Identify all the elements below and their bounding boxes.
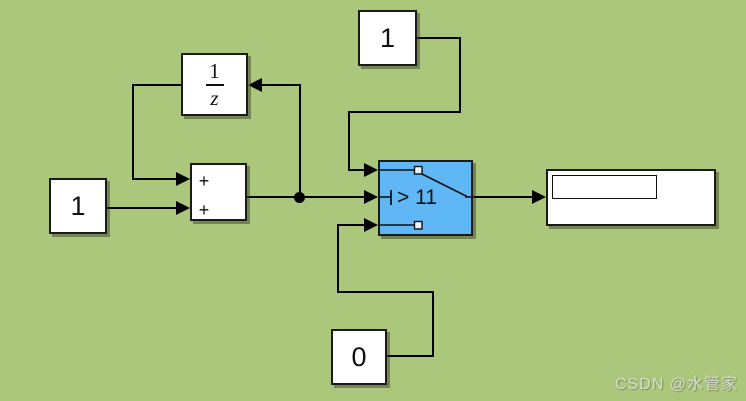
unit-delay-block[interactable]: 1 z <box>181 53 248 116</box>
sum-block[interactable]: + + <box>190 163 247 221</box>
watermark: CSDN @水管家 <box>614 376 738 393</box>
constant-block-left[interactable]: 1 <box>49 178 107 234</box>
wire-segment[interactable] <box>132 178 177 180</box>
wire-arrowhead-icon[interactable] <box>176 201 190 215</box>
switch-criteria-label: > 11 <box>397 186 437 209</box>
switch-glyph: > 11 <box>380 165 471 230</box>
wire-segment[interactable] <box>417 37 461 39</box>
branch-point[interactable] <box>294 192 305 203</box>
switch-port-square-bottom <box>413 220 423 230</box>
display-value-field <box>552 175 657 199</box>
sum-plus-sign-top: + <box>198 171 210 191</box>
wire-segment[interactable] <box>348 111 350 171</box>
constant-value-label: 0 <box>351 341 367 372</box>
wire-segment[interactable] <box>247 196 365 198</box>
wire-segment[interactable] <box>261 84 301 86</box>
constant-value-label: 1 <box>379 22 396 53</box>
fraction-numerator: 1 <box>209 58 220 83</box>
wire-arrowhead-icon[interactable] <box>364 218 378 232</box>
wire-arrowhead-icon[interactable] <box>248 78 262 92</box>
wire-segment[interactable] <box>107 207 177 209</box>
wire-segment[interactable] <box>337 224 339 292</box>
constant-value-label: 1 <box>70 190 86 221</box>
wire-arrowhead-icon[interactable] <box>532 190 546 204</box>
wire-segment[interactable] <box>337 224 365 226</box>
fraction-bar <box>205 83 224 86</box>
wire-arrowhead-icon[interactable] <box>364 163 378 177</box>
sum-plus-sign-bottom: + <box>198 200 210 220</box>
wire-segment[interactable] <box>132 84 134 180</box>
wire-arrowhead-icon[interactable] <box>364 190 378 204</box>
switch-lever <box>421 173 468 198</box>
wire-segment[interactable] <box>348 111 461 113</box>
wire-segment[interactable] <box>337 291 434 293</box>
switch-port-square-top <box>413 165 423 175</box>
constant-block-bottom[interactable]: 0 <box>331 329 387 385</box>
wire-segment[interactable] <box>473 196 533 198</box>
fraction-denominator: z <box>210 85 219 110</box>
switch-block[interactable]: > 11 <box>378 160 473 236</box>
wire-arrowhead-icon[interactable] <box>176 172 190 186</box>
wire-segment[interactable] <box>432 291 434 357</box>
wire-segment[interactable] <box>459 37 461 113</box>
wire-segment[interactable] <box>132 84 182 86</box>
wire-segment[interactable] <box>387 355 434 357</box>
unit-delay-fraction: 1 z <box>205 58 224 110</box>
wire-segment[interactable] <box>348 169 365 171</box>
wire-segment[interactable] <box>299 84 301 198</box>
constant-block-top[interactable]: 1 <box>358 10 417 66</box>
display-block[interactable] <box>546 169 716 226</box>
